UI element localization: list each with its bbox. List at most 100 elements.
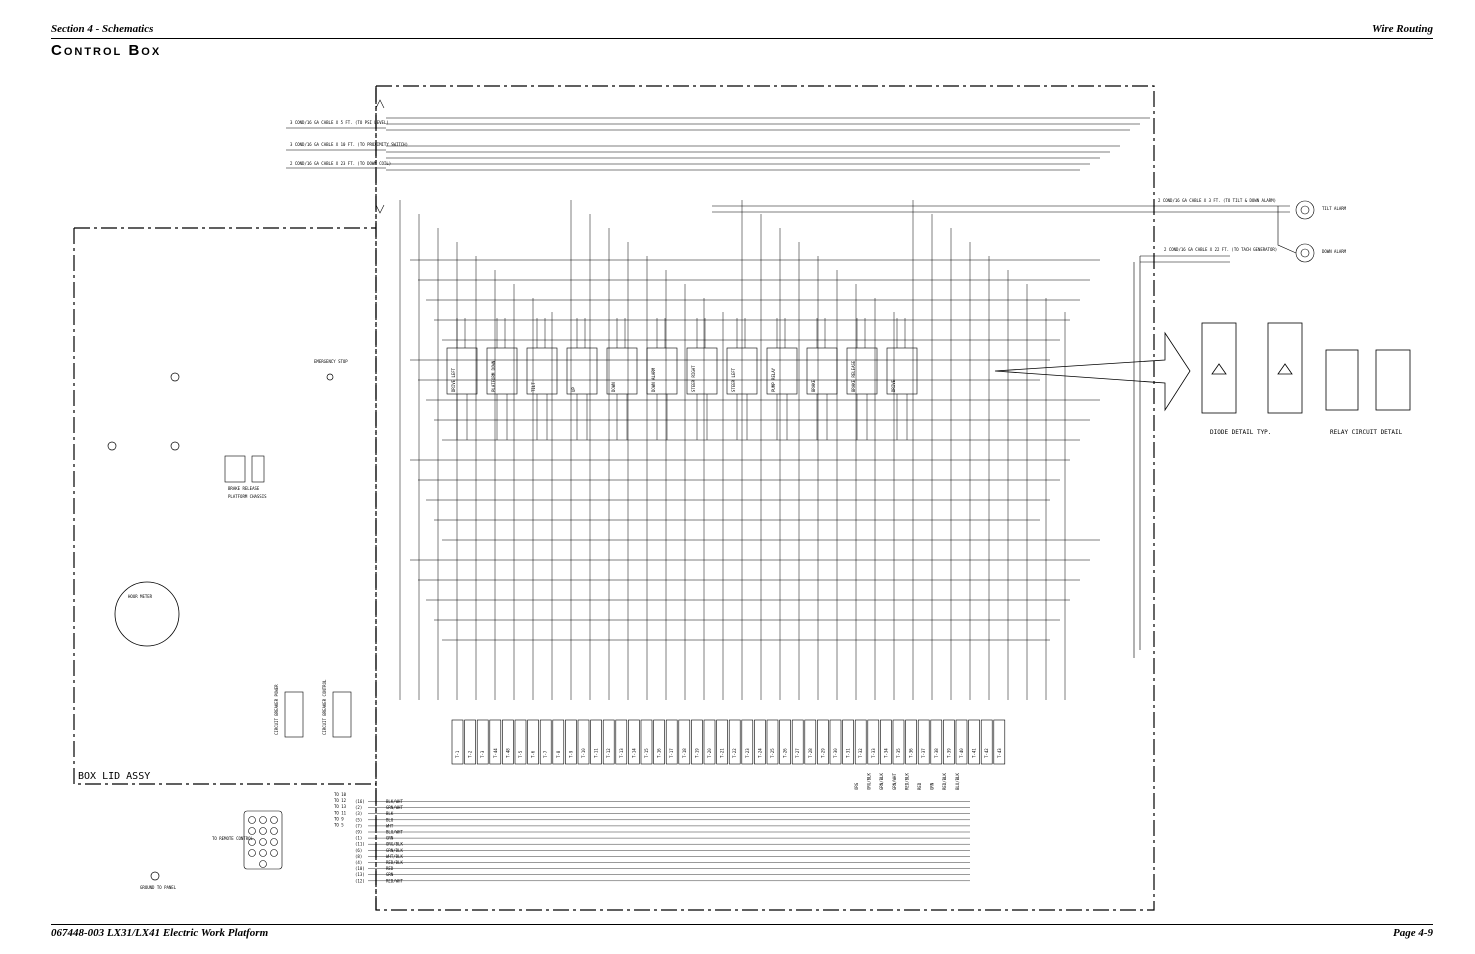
terminal: T-25 bbox=[766, 719, 779, 765]
cable-label-down-coil: 2 COND/16 GA CABLE X 23 FT. (TO DOWN COI… bbox=[290, 161, 391, 166]
relay-body bbox=[446, 347, 478, 395]
terminal: T-7 bbox=[539, 719, 552, 765]
terminal-block bbox=[691, 719, 703, 765]
emergency-stop-icon bbox=[326, 373, 334, 381]
terminal-label: T-20 bbox=[707, 748, 712, 758]
terminal-label: T-41 bbox=[972, 748, 977, 758]
terminal-block bbox=[577, 719, 590, 765]
to-pin: TO 11 bbox=[334, 810, 347, 815]
terminal-block bbox=[741, 719, 754, 765]
terminal-block bbox=[602, 719, 615, 765]
remote-connector bbox=[243, 810, 283, 870]
remote-pin: (5) bbox=[355, 817, 362, 822]
relay-label: TILT bbox=[531, 382, 536, 392]
relay-body bbox=[686, 347, 718, 395]
cable-label-tach: 2 COND/16 GA CABLE X 22 FT. (TO TACH GEN… bbox=[1164, 247, 1277, 252]
to-pin: TO 12 bbox=[334, 798, 347, 803]
terminal: T-41 bbox=[968, 719, 980, 765]
remote-pin: (6) bbox=[355, 848, 362, 853]
terminal: T-20 bbox=[703, 719, 716, 765]
terminal-block bbox=[968, 719, 980, 765]
hour-meter-icon bbox=[114, 581, 180, 647]
terminal: T-28 bbox=[804, 719, 817, 765]
relay-label: STEER RIGHT bbox=[691, 365, 696, 392]
remote-pin-list: (16)BLK/WHT(2)GRN/WHT(3)BLK(5)BLU(7)WHT(… bbox=[334, 792, 970, 883]
terminal: T-34 bbox=[880, 719, 892, 765]
remote-pin: (11) bbox=[355, 842, 365, 847]
to-pin: TO 9 bbox=[334, 816, 344, 821]
terminal-label: T-39 bbox=[946, 748, 951, 758]
terminal-label: T-14 bbox=[631, 748, 636, 758]
terminal: T-32 bbox=[854, 719, 867, 765]
terminal-label: T-36 bbox=[909, 748, 914, 758]
terminal: T-42 bbox=[980, 719, 993, 765]
terminal: T-16 bbox=[653, 719, 665, 765]
terminal-label: T-15 bbox=[644, 748, 649, 758]
terminal-block bbox=[943, 719, 955, 765]
bottom-wire-color: RED/BLK bbox=[904, 773, 909, 790]
relay: DOWN ALARM bbox=[646, 318, 678, 440]
remote-pin: (2) bbox=[355, 805, 362, 810]
remote-pin: (9) bbox=[355, 830, 362, 835]
terminal: T-10 bbox=[577, 719, 590, 765]
terminal: T-3 bbox=[476, 719, 489, 765]
terminal: T-44 bbox=[489, 719, 502, 765]
terminal-label: T-11 bbox=[594, 748, 599, 758]
terminal-block bbox=[514, 719, 527, 765]
terminal: T-5 bbox=[514, 719, 527, 765]
terminal-label: T-26 bbox=[783, 748, 788, 758]
relay-body bbox=[846, 347, 878, 395]
page-title: Control Box bbox=[51, 42, 162, 59]
relay: UP bbox=[566, 318, 598, 440]
relay: BRAKE RELEASE bbox=[846, 318, 878, 440]
terminal-label: T-32 bbox=[858, 748, 863, 758]
relay-label: UP bbox=[571, 387, 576, 392]
relay-label: PUMP RELAY bbox=[771, 367, 776, 392]
terminal: T-30 bbox=[829, 719, 842, 765]
relay-body bbox=[886, 347, 918, 395]
breaker-power-label: CIRCUIT BREAKER POWER bbox=[274, 684, 279, 735]
section-label: Section 4 - Schematics bbox=[51, 23, 154, 35]
relay-label: STEER LEFT bbox=[731, 367, 736, 392]
terminal-block bbox=[678, 719, 691, 765]
terminal: T-1 bbox=[451, 719, 464, 765]
remote-pin: (10) bbox=[355, 866, 365, 871]
terminal-label: T-23 bbox=[745, 748, 750, 758]
terminal: T-15 bbox=[640, 719, 653, 765]
terminal-label: T-29 bbox=[820, 748, 825, 758]
terminal-block bbox=[539, 719, 552, 765]
doc-number: 067448-003 LX31/LX41 Electric Work Platf… bbox=[51, 927, 269, 939]
terminal-block bbox=[993, 719, 1006, 765]
diode-detail-box-2 bbox=[1267, 322, 1303, 414]
chassis-switch bbox=[251, 455, 265, 483]
terminal-label: T-12 bbox=[606, 748, 611, 758]
terminal-label: T-38 bbox=[934, 748, 939, 758]
breaker-control-label: CIRCUIT BREAKER CONTROL bbox=[322, 679, 327, 735]
tilt-alarm-label: TILT ALARM bbox=[1322, 206, 1347, 211]
terminal-block bbox=[451, 719, 464, 765]
terminal: T-6 bbox=[527, 719, 539, 765]
relay: PUMP RELAY bbox=[766, 318, 798, 440]
remote-pin: (3) bbox=[355, 811, 362, 816]
bottom-wire-color: RED bbox=[917, 782, 922, 790]
terminal-block bbox=[489, 719, 502, 765]
remote-pin: (12) bbox=[355, 878, 365, 883]
terminal-label: T-9 bbox=[568, 750, 573, 758]
terminal: T-29 bbox=[817, 719, 829, 765]
terminal-label: T-7 bbox=[543, 750, 548, 758]
relay-detail-label: RELAY CIRCUIT DETAIL bbox=[1330, 429, 1403, 436]
topic-label: Wire Routing bbox=[1371, 23, 1433, 35]
terminal-block bbox=[829, 719, 842, 765]
terminal-block bbox=[628, 719, 640, 765]
mount-hole bbox=[170, 441, 180, 451]
diode-detail-box bbox=[1201, 322, 1237, 414]
ground-label: GROUND TO PANEL bbox=[140, 885, 177, 890]
bottom-wire-color: GRN/BLK bbox=[879, 773, 884, 790]
terminal-block bbox=[842, 719, 854, 765]
down-alarm-label: DOWN ALARM bbox=[1322, 249, 1347, 254]
terminal-label: T-19 bbox=[694, 748, 699, 758]
